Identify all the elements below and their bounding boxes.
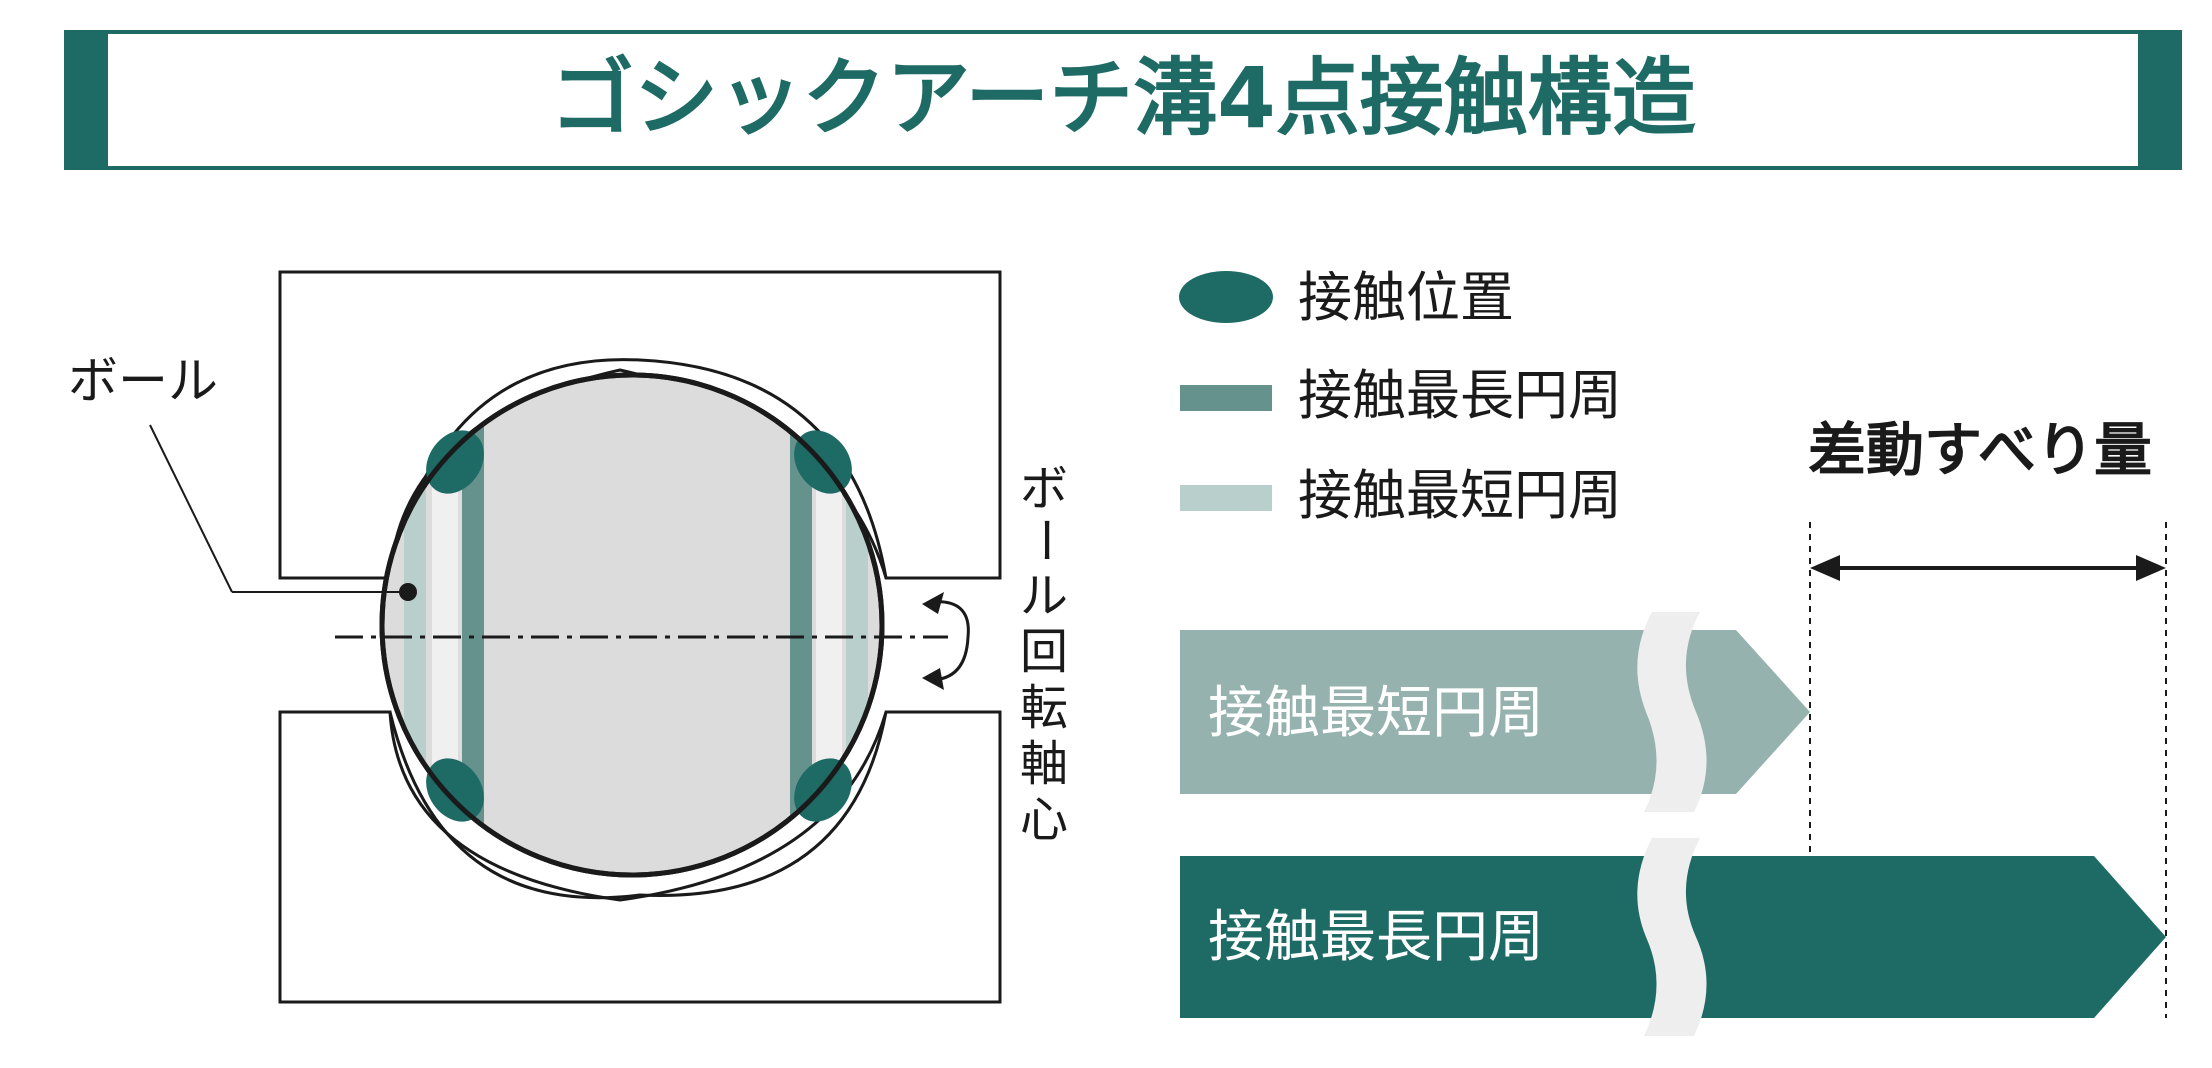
lower-race [278, 710, 1002, 1004]
axis-char: 回 [1020, 624, 1068, 680]
axis-char: 転 [1020, 680, 1068, 736]
legend: 接触位置 接触最長円周 接触最短円周 [1179, 266, 1622, 527]
axis-label: ボ ー ル 回 転 軸 心 [1017, 461, 1073, 848]
rotation-arrow-icon [922, 592, 970, 690]
short-circumference-arrow-label: 接触最短円周 [1208, 681, 1544, 746]
groove-lower-arc [388, 711, 888, 900]
ball-label: ボール [68, 352, 218, 410]
long-circumference-arrow-label: 接触最長円周 [1208, 905, 1544, 970]
slip-amount-label: 差動すべり量 [1808, 416, 2152, 484]
legend-longest-circumference-swatch [1180, 385, 1272, 411]
long-circumference-band-right [790, 377, 812, 873]
legend-shortest-circumference-label: 接触最短円周 [1298, 464, 1622, 527]
title-banner: ゴシックアーチ溝4点接触構造 [64, 30, 2182, 170]
axis-char: ボ [1020, 461, 1068, 517]
contact-point-bottom-left [426, 758, 484, 822]
long-circumference-band-left [462, 377, 484, 873]
title-text: ゴシックアーチ溝4点接触構造 [550, 49, 1695, 147]
ball-leader-line-1 [149, 424, 233, 593]
legend-contact-position-swatch [1179, 271, 1273, 323]
contact-point-top-left [426, 430, 484, 494]
axis-char: ル [1020, 568, 1068, 624]
long-arrow-break [1637, 838, 1707, 1036]
axis-char: 心 [1020, 792, 1068, 848]
differential-slip: 差動すべり量 接触最短円周 接触最長円周 [1180, 416, 2167, 1036]
legend-shortest-circumference-swatch [1180, 485, 1272, 511]
axis-char: ー [1017, 516, 1073, 564]
legend-longest-circumference-label: 接触最長円周 [1298, 364, 1622, 427]
axis-char: 軸 [1020, 736, 1068, 792]
short-arrow-break [1637, 612, 1707, 812]
title-banner-inner [108, 34, 2138, 166]
slip-dimension-arrow [1810, 555, 2166, 581]
legend-contact-position-label: 接触位置 [1298, 266, 1514, 329]
bearing-section: ボール ボ ー ル 回 転 軸 心 [68, 270, 1073, 1004]
ball-leader-dot [399, 583, 417, 601]
